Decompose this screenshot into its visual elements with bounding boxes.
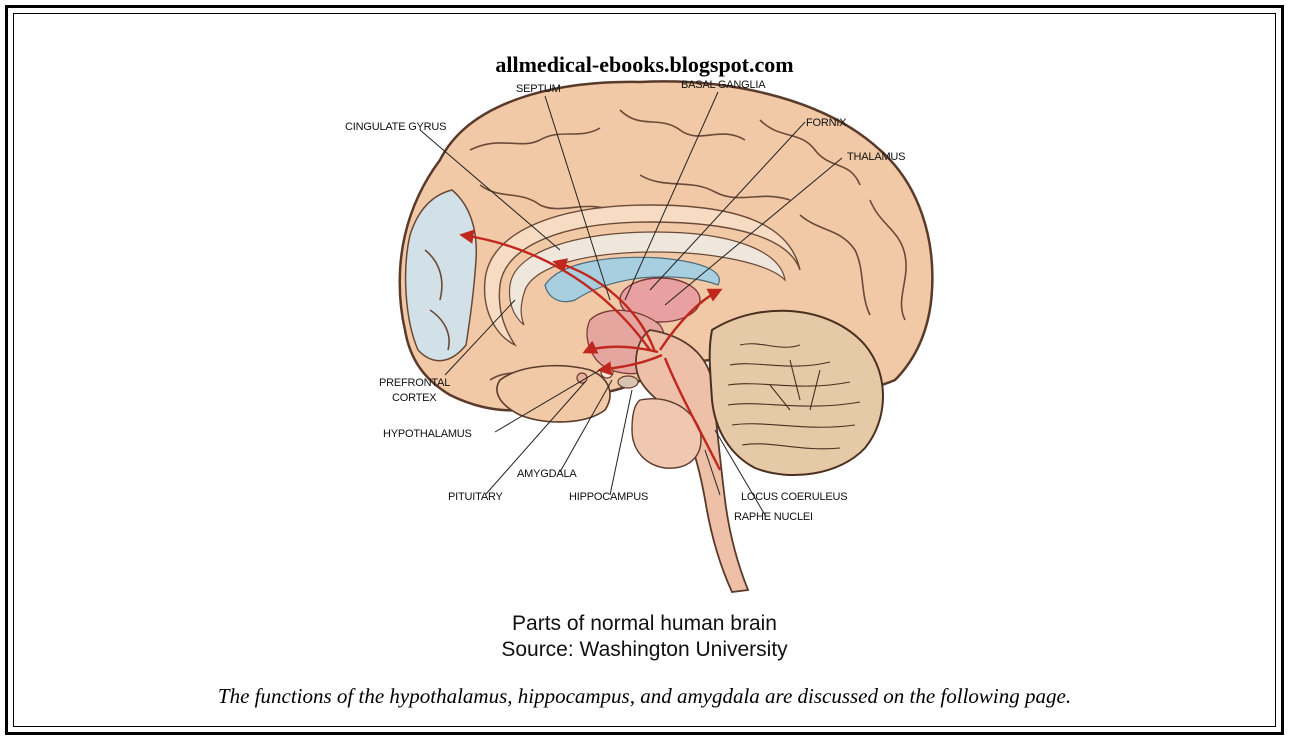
label-hippocampus: HIPPOCAMPUS bbox=[569, 491, 648, 503]
caption-source: Source: Washington University bbox=[0, 637, 1289, 663]
label-hypothalamus: HYPOTHALAMUS bbox=[383, 428, 472, 440]
label-locus-coeruleus: LOCUS COERULEUS bbox=[741, 491, 847, 503]
label-prefrontal: PREFRONTAL bbox=[379, 377, 450, 389]
label-thalamus: THALAMUS bbox=[847, 151, 905, 163]
label-cortex: CORTEX bbox=[392, 392, 437, 404]
label-amygdala: AMYGDALA bbox=[517, 468, 577, 480]
label-cingulate-gyrus: CINGULATE GYRUS bbox=[345, 121, 446, 133]
footnote-text: The functions of the hypothalamus, hippo… bbox=[0, 684, 1289, 709]
label-raphe-nuclei: RAPHE NUCLEI bbox=[734, 511, 813, 523]
hippocampus bbox=[618, 376, 638, 388]
label-pituitary: PITUITARY bbox=[448, 491, 503, 503]
label-septum: SEPTUM bbox=[516, 83, 561, 95]
caption-title: Parts of normal human brain bbox=[0, 611, 1289, 637]
label-fornix: FORNIX bbox=[806, 117, 847, 129]
label-basal-ganglia: BASAL GANGLIA bbox=[681, 79, 766, 91]
